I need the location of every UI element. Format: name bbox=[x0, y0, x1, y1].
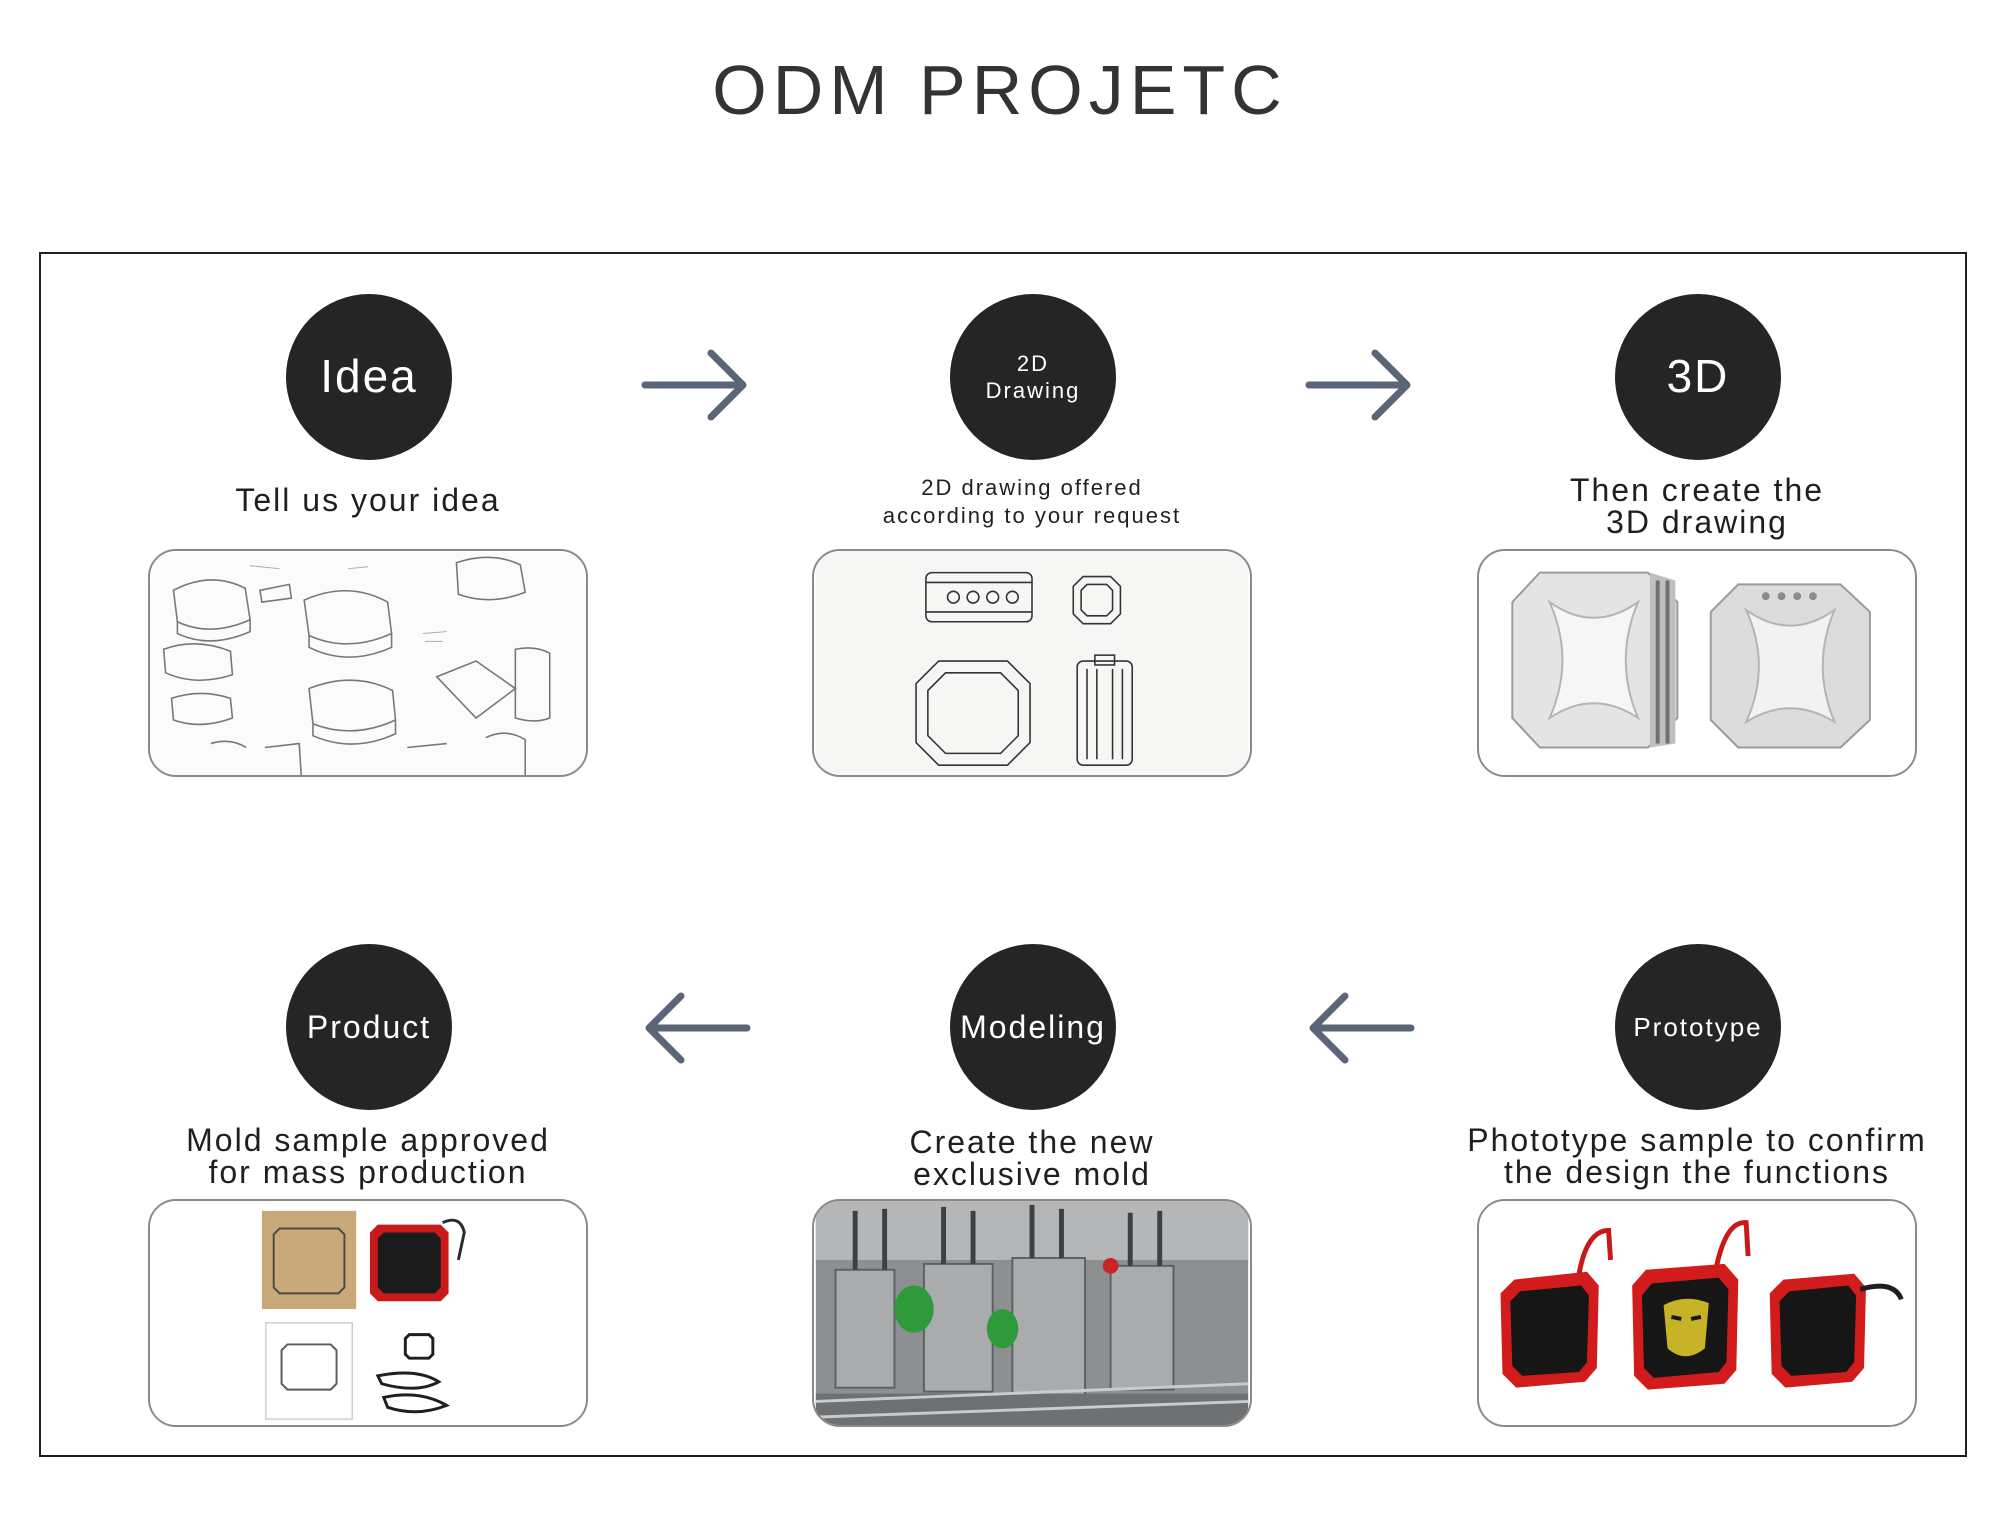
step-prototype-circle: Prototype bbox=[1615, 944, 1781, 1110]
sketch-illustration bbox=[151, 551, 585, 775]
page-title: ODM PROJETC bbox=[712, 51, 1288, 129]
step-product-caption: Mold sample approved for mass production bbox=[186, 1122, 550, 1190]
step-2d-drawing-caption: 2D drawing offered according to your req… bbox=[882, 475, 1182, 528]
arrow-right-icon bbox=[1305, 349, 1411, 421]
speaker-samples-photo bbox=[1480, 1201, 1914, 1425]
step-modeling-caption: Create the new exclusive mold bbox=[909, 1124, 1155, 1192]
sketch-image bbox=[148, 549, 588, 777]
step-3d-circle: 3D bbox=[1615, 294, 1781, 460]
arrow-right-icon bbox=[641, 349, 747, 421]
step-idea-circle: Idea bbox=[286, 294, 452, 460]
arrow-left-icon bbox=[1309, 992, 1415, 1064]
mold-machine-photo bbox=[815, 1201, 1249, 1425]
step-2d-drawing-circle: 2D Drawing bbox=[950, 294, 1116, 460]
product-package-image bbox=[148, 1199, 588, 1427]
step-modeling-circle: Modeling bbox=[950, 944, 1116, 1110]
step-idea-caption: Tell us your idea bbox=[235, 482, 501, 518]
arrow-left-icon bbox=[645, 992, 751, 1064]
mold-machine-image bbox=[812, 1199, 1252, 1427]
step-3d-caption: Then create the 3D drawing bbox=[1569, 472, 1825, 540]
step-product-circle: Product bbox=[286, 944, 452, 1110]
speaker-samples-image bbox=[1477, 1199, 1917, 1427]
step-prototype-caption: Phototype sample to confirm the design t… bbox=[1467, 1122, 1927, 1190]
product-package-photo bbox=[151, 1201, 585, 1425]
render-3d-illustration bbox=[1480, 551, 1914, 775]
render-3d-image bbox=[1477, 549, 1917, 777]
line-drawing-illustration bbox=[815, 551, 1249, 775]
process-frame: Idea Tell us your idea bbox=[39, 252, 1967, 1457]
line-drawing-image bbox=[812, 549, 1252, 777]
